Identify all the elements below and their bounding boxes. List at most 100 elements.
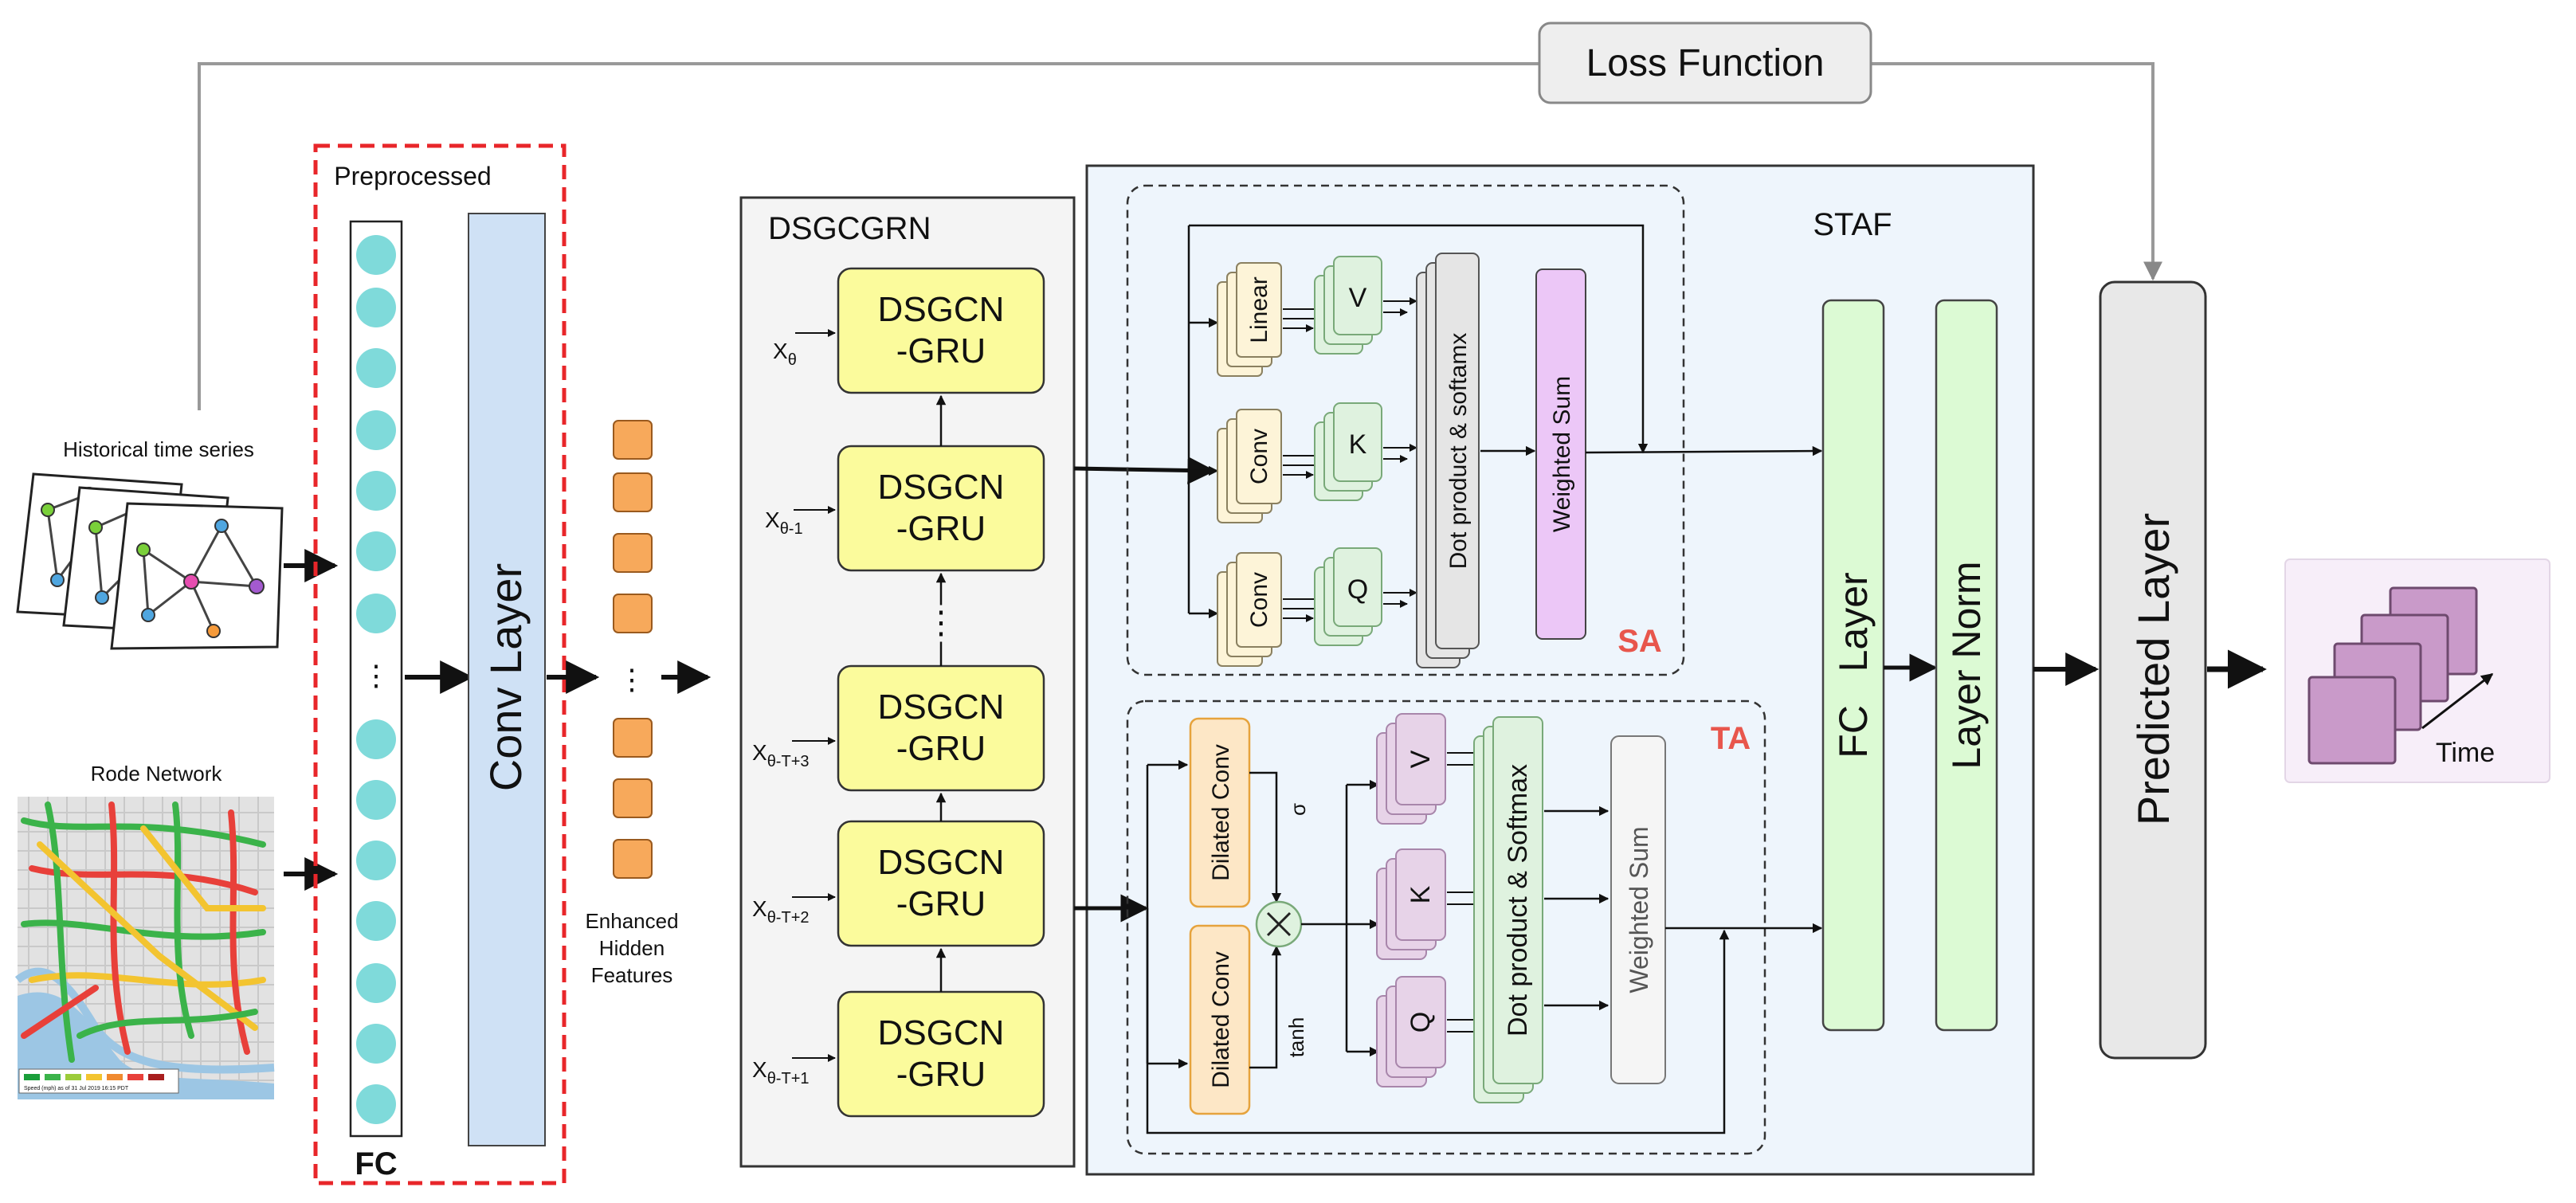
sa-linear-stack: Linear: [1217, 262, 1282, 377]
ta-label: TA: [1711, 721, 1751, 756]
ta-dot-product-softmax: Dot product & Softmax: [1473, 716, 1543, 1103]
conv-layer-label: Conv Layer: [480, 563, 531, 791]
svg-text:Xθ-T+3: Xθ-T+3: [752, 740, 810, 770]
sa-vkq-to-dot-arrows: [1383, 297, 1417, 608]
svg-text:DSGCN: DSGCN: [878, 1013, 1005, 1052]
ta-q-stack: Q: [1376, 976, 1446, 1087]
svg-text:Dilated Conv: Dilated Conv: [1208, 951, 1234, 1088]
graph-snapshot-3: [110, 502, 284, 650]
fc-node: [356, 1024, 396, 1064]
sigma-label: σ: [1286, 803, 1310, 816]
historical-time-series-group: Historical time series: [16, 437, 339, 650]
predicted-layer-box: Predicted Layer: [2099, 280, 2207, 1060]
hidden-feature-box: [613, 839, 653, 879]
svg-text:Xθ: Xθ: [773, 339, 797, 369]
fc-node: [356, 288, 396, 327]
features-ellipsis: ⋮: [618, 663, 646, 696]
ta-module: TA Dilated Conv Dilated Conv σ tanh: [1126, 699, 1823, 1155]
output-panel: Time: [2284, 558, 2551, 783]
tanh-label: tanh: [1284, 1017, 1308, 1058]
sa-weighted-sum: Weighted Sum: [1535, 268, 1586, 640]
sa-dot-product-softmax: Dot product & softamx: [1416, 253, 1480, 668]
gru-cell-2: DSGCN -GRU: [837, 445, 1045, 572]
svg-text:Xθ-T+2: Xθ-T+2: [752, 896, 810, 927]
staf-title: STAF: [1813, 207, 1892, 242]
loss-function-label: Loss Function: [1586, 42, 1825, 84]
fc-node-column: ⋮: [349, 220, 403, 1138]
input-x-theta-t3: Xθ-T+3: [752, 737, 836, 770]
fc-node: [356, 348, 396, 388]
svg-text:Xθ-T+1: Xθ-T+1: [752, 1057, 810, 1087]
ta-dot-to-ws-arrows: [1544, 805, 1610, 1011]
fc-node: [356, 901, 396, 941]
map-legend-caption: Speed (mph) as of 31 Jul 2019 16:15 PDT: [24, 1086, 129, 1091]
gru-cell-4: DSGCN -GRU: [837, 820, 1045, 947]
fc-node: [356, 1084, 396, 1124]
input-x-theta-t1: Xθ-T+1: [752, 1054, 836, 1087]
svg-text:Weighted Sum: Weighted Sum: [1549, 376, 1575, 532]
hidden-feature-box: [613, 420, 653, 460]
svg-text:V: V: [1406, 750, 1436, 768]
hidden-feature-box: [613, 533, 653, 573]
fc-node: [356, 531, 396, 571]
fc-node: [356, 410, 396, 450]
road-network-label: Rode Network: [91, 762, 223, 786]
svg-text:Dot product & Softmax: Dot product & Softmax: [1503, 764, 1533, 1036]
fc-node: [356, 841, 396, 880]
sa-label: SA: [1617, 624, 1662, 659]
svg-text:Q: Q: [1347, 574, 1368, 605]
svg-text:⋮: ⋮: [925, 605, 957, 641]
sa-module: SA Linear Conv Conv: [1126, 184, 1823, 676]
ta-v-stack: V: [1376, 713, 1446, 825]
sa-to-fc-arrow: [1585, 445, 1823, 457]
dsgcgrn-block: DSGCGRN DSGCN -GRU DSGCN -GRU DSGCN -GRU…: [739, 196, 1076, 1168]
svg-text:-GRU: -GRU: [896, 509, 986, 548]
svg-text:Conv: Conv: [1246, 429, 1272, 484]
gru-ellipsis: ⋮: [925, 605, 957, 641]
fc-node: [356, 963, 396, 1003]
hidden-label: Hidden: [599, 936, 665, 960]
fc-node: [356, 719, 396, 759]
fc-node: [356, 594, 396, 633]
hidden-feature-box: [613, 594, 653, 633]
svg-text:V: V: [1349, 283, 1367, 313]
svg-text:DSGCN: DSGCN: [878, 843, 1005, 882]
ta-dilated-conv-bottom: Dilated Conv: [1189, 924, 1251, 1115]
fc-node: [356, 235, 396, 275]
hidden-feature-box: [613, 718, 653, 758]
svg-text:-GRU: -GRU: [896, 331, 986, 370]
preprocessed-block: Preprocessed ⋮ FC Conv Layer: [313, 143, 567, 1185]
road-network-map: Speed (mph) as of 31 Jul 2019 16:15 PDT: [14, 797, 275, 1099]
fc-node: [356, 471, 396, 511]
layer-norm-label: Layer Norm: [1944, 561, 1989, 769]
gate-multiply-icon: [1255, 900, 1303, 948]
svg-text:K: K: [1406, 885, 1436, 903]
enhanced-hidden-features: ⋮ Enhanced Hidden Features: [585, 420, 679, 987]
road-network-group: Rode Network: [14, 762, 339, 1099]
svg-text:-GRU: -GRU: [896, 729, 986, 768]
sa-conv-stack-k: Conv: [1217, 409, 1282, 523]
fc-layer-box: FC Layer: [1821, 299, 1885, 1032]
conv-layer-box: Conv Layer: [468, 213, 546, 1146]
prediction-stack: [2307, 586, 2478, 765]
sa-q-stack: Q: [1314, 547, 1382, 646]
fc-ellipsis: ⋮: [362, 659, 390, 692]
svg-text:K: K: [1349, 429, 1367, 460]
svg-text:Conv: Conv: [1246, 572, 1272, 628]
ta-k-stack: K: [1376, 848, 1446, 960]
loss-feedback-path: [198, 62, 2162, 410]
loss-function-box: Loss Function: [1538, 22, 1872, 104]
layer-norm-box: Layer Norm: [1935, 299, 1998, 1032]
input-x-theta: Xθ: [773, 329, 836, 369]
svg-text:Weighted Sum: Weighted Sum: [1625, 826, 1653, 993]
fc-label: FC: [355, 1146, 397, 1181]
dsgcgrn-title: DSGCGRN: [768, 211, 931, 246]
ta-dilated-conv-top: Dilated Conv: [1189, 717, 1251, 908]
svg-text:-GRU: -GRU: [896, 884, 986, 923]
svg-text:-GRU: -GRU: [896, 1055, 986, 1094]
predicted-layer-label: Predicted Layer: [2128, 513, 2178, 825]
sa-conv-stack-q: Conv: [1217, 552, 1282, 667]
sa-k-stack: K: [1314, 402, 1382, 501]
ta-weighted-sum: Weighted Sum: [1610, 735, 1666, 1084]
